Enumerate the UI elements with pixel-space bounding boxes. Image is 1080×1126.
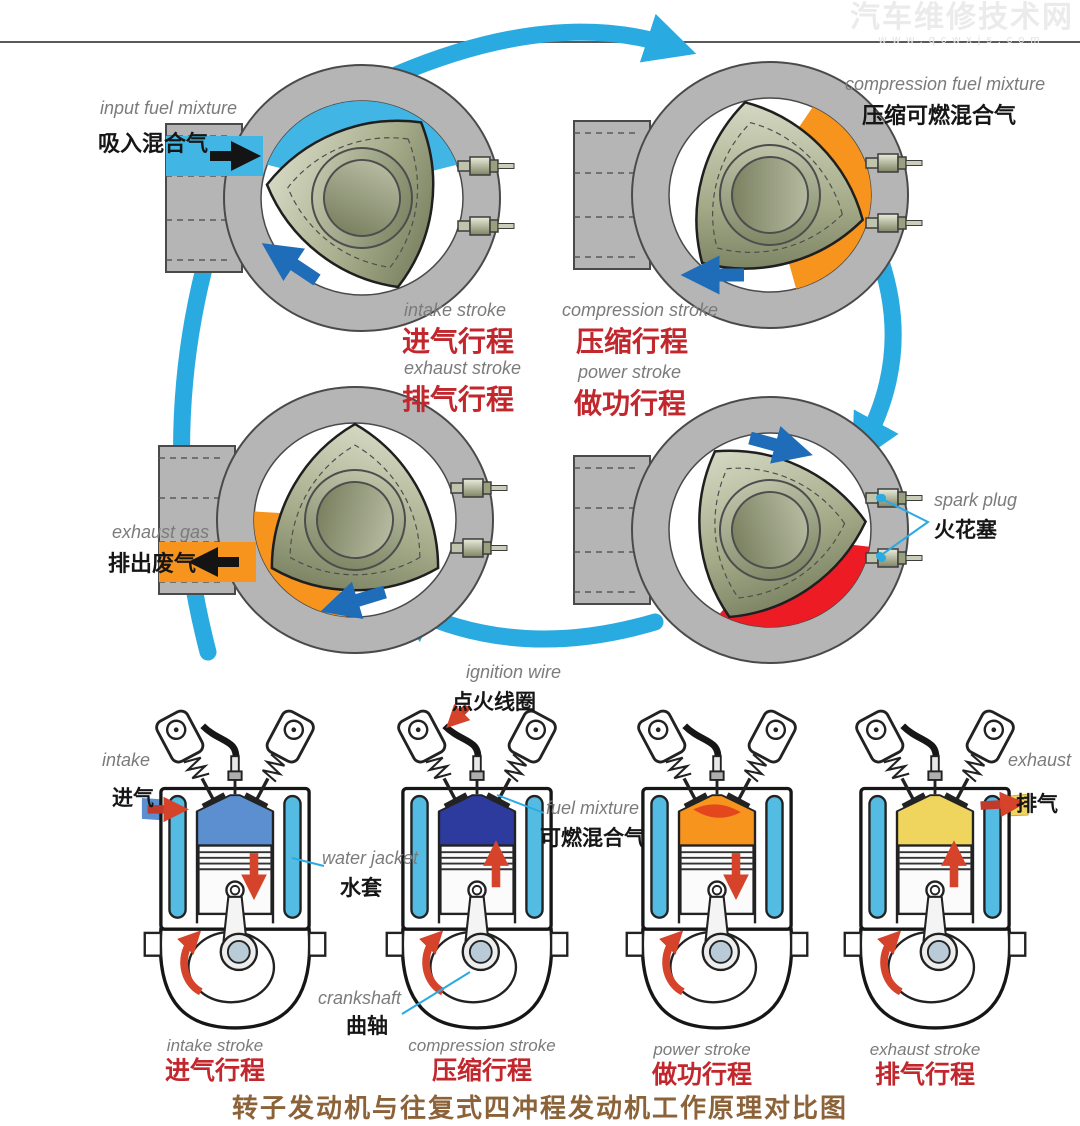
piston-intake-stroke-en: intake stroke bbox=[166, 1036, 264, 1055]
piston-exhaust-stroke-zh: 排气行程 bbox=[874, 1060, 975, 1089]
piston-intake-stroke-label: intake stroke 进气行程 bbox=[95, 1036, 335, 1086]
rotary-engine-intake bbox=[165, 64, 515, 332]
spark-plug-callout-line bbox=[879, 497, 930, 557]
watermark: 汽车维修技术网 www.qcwxjs.com bbox=[850, 1, 1074, 47]
fuel-mixture-callout-line bbox=[496, 794, 545, 814]
callout-crankshaft-zh: 曲轴 bbox=[346, 1015, 388, 1038]
callout-fuel-mixture-zh: 可燃混合气 bbox=[540, 827, 645, 850]
cycle-arrow-top-icon bbox=[389, 13, 697, 83]
callout-water-jacket-zh: 水套 bbox=[340, 877, 382, 900]
piston-compression-stroke-zh: 压缩行程 bbox=[431, 1056, 532, 1085]
crankshaft-callout-line bbox=[401, 971, 471, 1015]
exhaust-flow-arrow-icon bbox=[980, 791, 1026, 818]
piston-compression-stroke-label: compression stroke 压缩行程 bbox=[362, 1036, 602, 1086]
callout-compression-fuel-mixture-zh: 压缩可燃混合气 bbox=[862, 103, 1017, 128]
rotary-compression-stroke-en: compression stroke bbox=[562, 300, 719, 320]
rotary-power-stroke-zh: 做功行程 bbox=[574, 387, 687, 420]
piston-power-stroke-label: power stroke 做功行程 bbox=[582, 1040, 822, 1090]
callout-water-jacket-en: water jacket bbox=[322, 848, 419, 868]
callout-fuel-mixture-en: fuel mixture bbox=[546, 798, 640, 818]
callout-intake-zh: 进气 bbox=[112, 787, 154, 810]
rotary-intake-stroke-en: intake stroke bbox=[404, 300, 507, 320]
callout-exhaust-gas-zh: 排出废气 bbox=[108, 551, 197, 576]
piston-compression-stroke-en: compression stroke bbox=[408, 1036, 556, 1055]
callout-input-fuel-mixture-en: input fuel mixture bbox=[100, 98, 238, 118]
piston-engine-power bbox=[627, 708, 808, 1028]
callout-ignition-wire-en: ignition wire bbox=[466, 662, 562, 682]
callout-lines bbox=[291, 494, 930, 1015]
piston-power-stroke-zh: 做功行程 bbox=[651, 1060, 752, 1089]
rotary-intake-stroke-zh: 进气行程 bbox=[402, 325, 515, 358]
callout-intake-en: intake bbox=[102, 750, 151, 770]
watermark-site-url: www.qcwxjs.com bbox=[878, 34, 1046, 46]
rotor-rotation-arrow-icon bbox=[261, 243, 321, 286]
rotary-engine-exhaust bbox=[158, 386, 508, 654]
callout-exhaust-gas-en: exhaust gas bbox=[112, 522, 210, 542]
piston-power-stroke-en: power stroke bbox=[653, 1040, 751, 1059]
piston-exhaust-stroke-label: exhaust stroke 排气行程 bbox=[805, 1040, 1045, 1090]
piston-intake-stroke-zh: 进气行程 bbox=[164, 1056, 265, 1085]
piston-exhaust-stroke-en: exhaust stroke bbox=[869, 1040, 981, 1059]
ignition-wire-arrow-icon bbox=[446, 703, 471, 729]
callout-crankshaft-en: crankshaft bbox=[318, 988, 402, 1008]
rotary-power-stroke-en: power stroke bbox=[578, 362, 682, 382]
piston-engine-intake bbox=[142, 708, 325, 1028]
callout-exhaust-en: exhaust bbox=[1008, 750, 1072, 770]
rotary-engine-compression bbox=[573, 61, 923, 329]
piston-engine-compression bbox=[387, 703, 568, 1028]
callout-compression-fuel-mixture-en: compression fuel mixture bbox=[845, 74, 1046, 94]
callout-exhaust-zh: 排气 bbox=[1016, 793, 1058, 816]
callout-ignition-wire-zh: 点火线圈 bbox=[452, 691, 536, 714]
callout-spark-plug-en: spark plug bbox=[934, 490, 1018, 510]
rotor-rotation-arrow-icon bbox=[748, 426, 813, 464]
callout-spark-plug-zh: 火花塞 bbox=[934, 519, 997, 542]
rotary-compression-stroke-zh: 压缩行程 bbox=[576, 325, 689, 358]
callout-input-fuel-mixture-zh: 吸入混合气 bbox=[98, 131, 209, 156]
watermark-site-name: 汽车维修技术网 bbox=[850, 1, 1074, 34]
rotary-exhaust-stroke-en: exhaust stroke bbox=[404, 358, 522, 378]
diagram-caption: 转子发动机与往复式四冲程发动机工作原理对比图 bbox=[231, 1094, 848, 1124]
water-jacket-callout-line bbox=[291, 857, 325, 867]
rotor-rotation-arrow-icon bbox=[320, 581, 387, 619]
piston-engine-exhaust bbox=[845, 708, 1028, 1028]
rotary-exhaust-stroke-zh: 排气行程 bbox=[402, 383, 515, 416]
